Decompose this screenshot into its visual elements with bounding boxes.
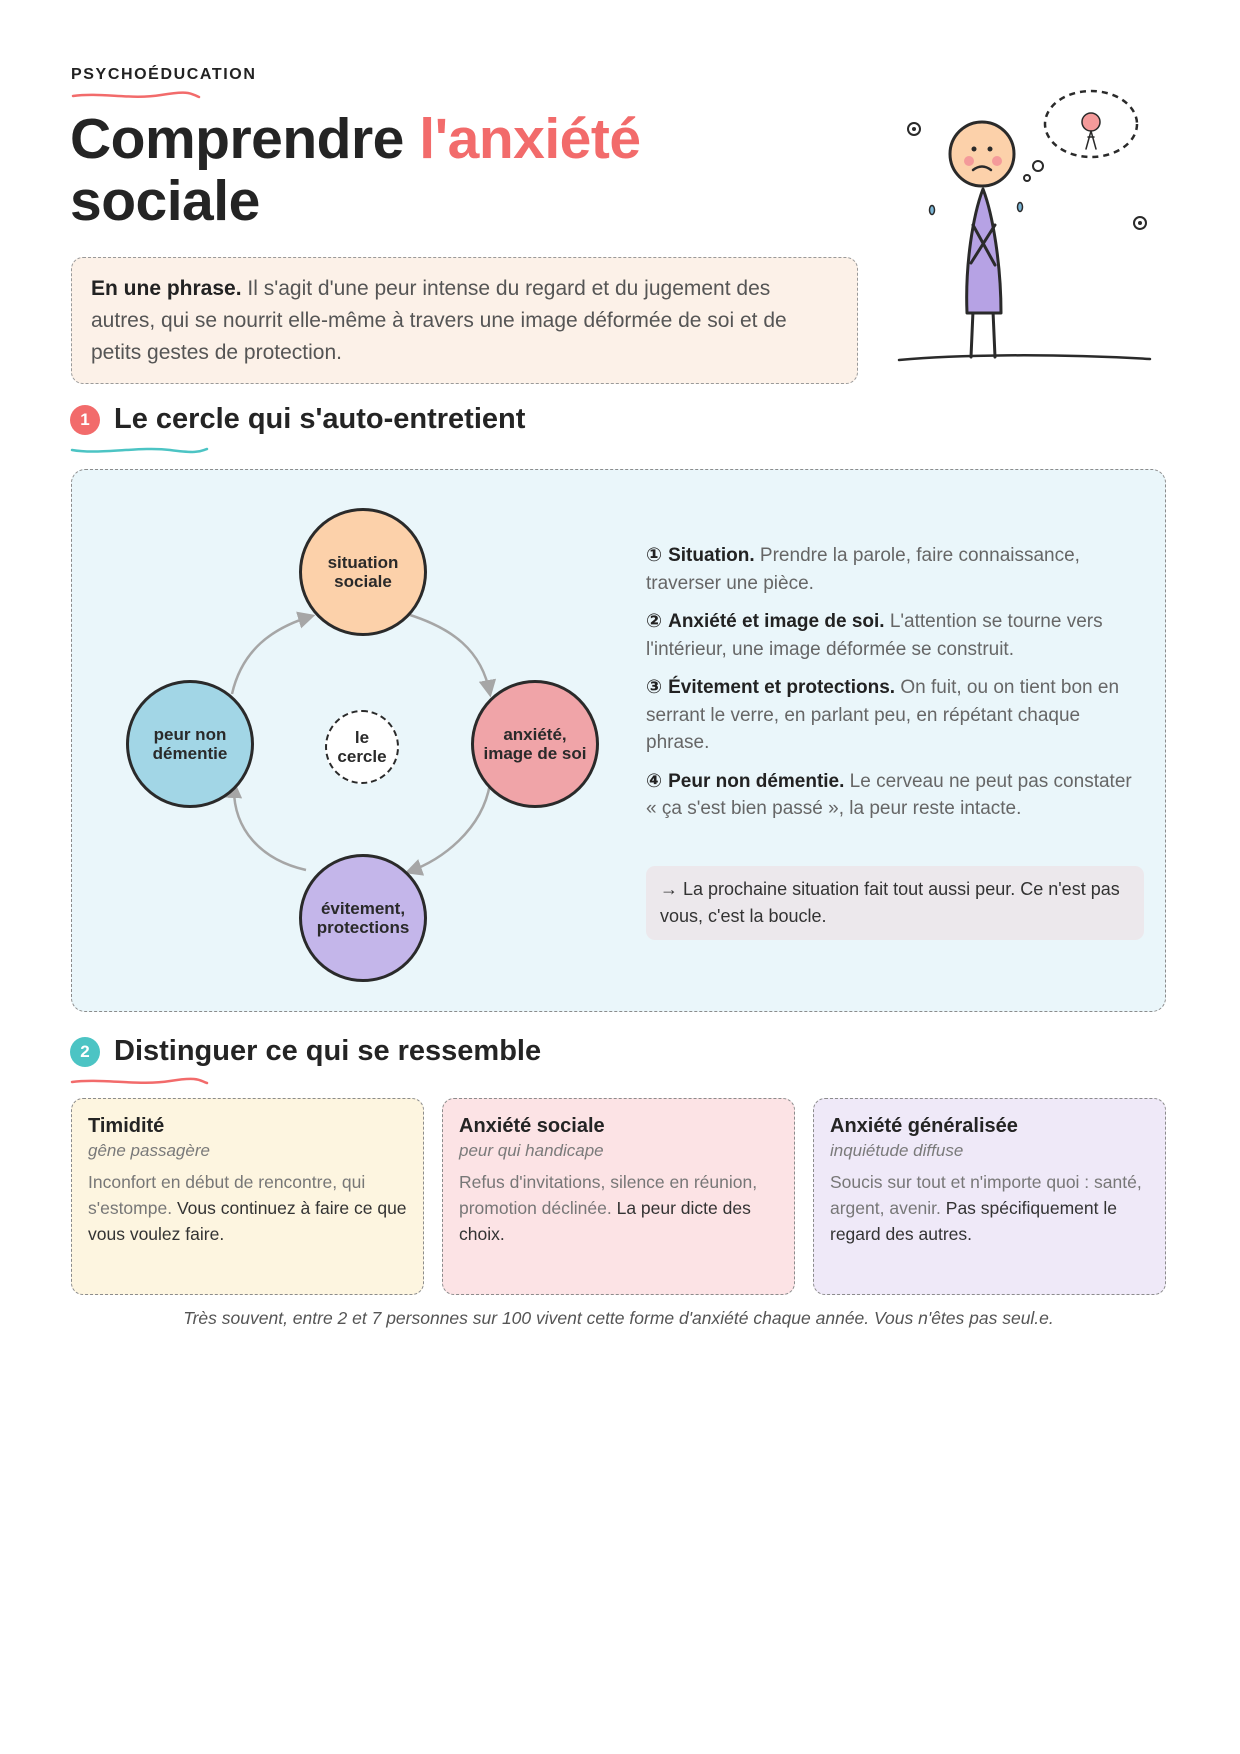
section-2-title: Distinguer ce qui se ressemble (114, 1035, 542, 1067)
node-label-line: protections (316, 918, 410, 937)
sweat-drop-2 (1016, 201, 1024, 213)
node-label-line: situation (327, 553, 399, 572)
title-part-2: sociale (70, 169, 260, 233)
node-label-line: sociale (334, 572, 392, 591)
step-text: L'attention se tourne vers l'intérieur, … (646, 611, 1103, 660)
eye-right (987, 146, 993, 152)
arrow-top-to-right (406, 612, 497, 698)
watching-eye-2 (1133, 216, 1147, 230)
section-2-heading: 2 Distinguer ce qui se ressemble (70, 1035, 541, 1068)
kicker: PSYCHOÉDUCATION (71, 66, 257, 83)
card-generalized-anxiety: Anxiété généralisée inquiétude diffuse S… (813, 1098, 1166, 1295)
card-text-strong: La peur dicte des choix. (459, 1198, 751, 1244)
right-leg (991, 309, 997, 359)
thought-dot-medium (1032, 160, 1044, 172)
step-text: Prendre la parole, faire connaissance, t… (646, 545, 1080, 594)
step-number: ④ (646, 770, 663, 792)
step-number: ② (646, 611, 663, 632)
cheek-right (992, 156, 1002, 166)
arm-2 (969, 223, 997, 265)
summary-text: Il s'agit d'une peur intense du regard e… (91, 277, 787, 364)
arrow-bottom-to-left (224, 780, 307, 872)
card-text-strong: Pas spécifiquement le regard des autres. (830, 1198, 1117, 1244)
node-label-line: évitement, (320, 899, 406, 918)
card-text-strong: Vous continuez à faire ce que vous voule… (88, 1198, 407, 1244)
card-body: Refus d'invitations, silence en réunion,… (459, 1169, 778, 1247)
card-title: Anxiété sociale (459, 1115, 605, 1137)
section-2-underline (70, 1077, 209, 1085)
cheek-left (964, 156, 974, 166)
node-label-line: image de soi (483, 744, 587, 763)
kicker-underline (71, 91, 201, 99)
watching-eye-1 (907, 122, 921, 136)
step-title: Évitement et protections. (668, 677, 896, 698)
card-body: Soucis sur tout et n'importe quoi : sant… (830, 1169, 1149, 1247)
sweat-drop-1 (928, 204, 936, 216)
thought-figure-body (1085, 130, 1097, 150)
step-title: Peur non démentie. (668, 770, 845, 792)
card-subtitle: gêne passagère (88, 1141, 210, 1160)
left-leg (969, 309, 975, 359)
step-text: Le cerveau ne peut pas constater « ça s'… (646, 770, 1132, 820)
node-label-line: peur non (153, 725, 227, 744)
node-label-line: démentie (152, 744, 228, 763)
step-title: Situation. (668, 545, 755, 566)
cycle-arrows (224, 611, 497, 876)
card-title: Anxiété généralisée (830, 1115, 1018, 1137)
section-1-heading: 1 Le cercle qui s'auto-entretient (70, 403, 525, 436)
card-subtitle: inquiétude diffuse (830, 1141, 964, 1160)
body (965, 187, 1003, 315)
step-number: ③ (646, 677, 663, 698)
thought-figure-head (1081, 112, 1101, 132)
center-label-line: cercle (337, 747, 387, 766)
summary-box: En une phrase. Il s'agit d'une peur inte… (71, 257, 858, 384)
card-text: Refus d'invitations, silence en réunion,… (459, 1172, 758, 1218)
step-title: Anxiété et image de soi. (668, 611, 885, 632)
page-title: Comprendre l'anxiété sociale (70, 108, 641, 232)
frown (971, 165, 993, 172)
section-1-underline (70, 447, 209, 454)
thought-dot-small (1023, 174, 1031, 182)
head (948, 120, 1016, 188)
thought-cloud (1043, 89, 1139, 159)
card-title: Timidité (88, 1115, 165, 1137)
card-social-anxiety: Anxiété sociale peur qui handicape Refus… (442, 1098, 795, 1295)
title-part-1: Comprendre (70, 107, 420, 171)
node-label-line: anxiété, (503, 725, 567, 744)
card-text: Soucis sur tout et n'importe quoi : sant… (830, 1172, 1142, 1218)
cycle-node-avoidance: évitement,protections (299, 854, 427, 982)
loop-callout: → La prochaine situation fait tout aussi… (646, 866, 1144, 940)
section-1-number: 1 (70, 404, 100, 435)
cycle-node-anxiety: anxiété,image de soi (471, 680, 599, 808)
arrow-right-to-bottom (404, 783, 492, 876)
summary-lead: En une phrase. (91, 277, 242, 300)
ground-line (897, 354, 1152, 362)
step-text: On fuit, ou on tient bon en serrant le v… (646, 677, 1120, 753)
center-label-line: le (354, 728, 370, 747)
card-shyness: Timidité gêne passagère Inconfort en déb… (71, 1098, 424, 1295)
anxious-figure-illustration (897, 89, 1152, 362)
eye-left (971, 146, 977, 152)
prevalence-footnote: Très souvent, entre 2 et 7 personnes sur… (183, 1308, 1054, 1328)
card-body: Inconfort en début de rencontre, qui s'e… (88, 1169, 407, 1247)
step-number: ① (646, 545, 663, 566)
card-subtitle: peur qui handicape (459, 1141, 604, 1160)
card-text: Inconfort en début de rencontre, qui s'e… (88, 1172, 366, 1218)
section-2-number: 2 (70, 1036, 100, 1067)
section-1-title: Le cercle qui s'auto-entretient (114, 403, 526, 435)
title-accent: l'anxiété (419, 107, 641, 171)
arrow-left-to-top (230, 611, 316, 695)
